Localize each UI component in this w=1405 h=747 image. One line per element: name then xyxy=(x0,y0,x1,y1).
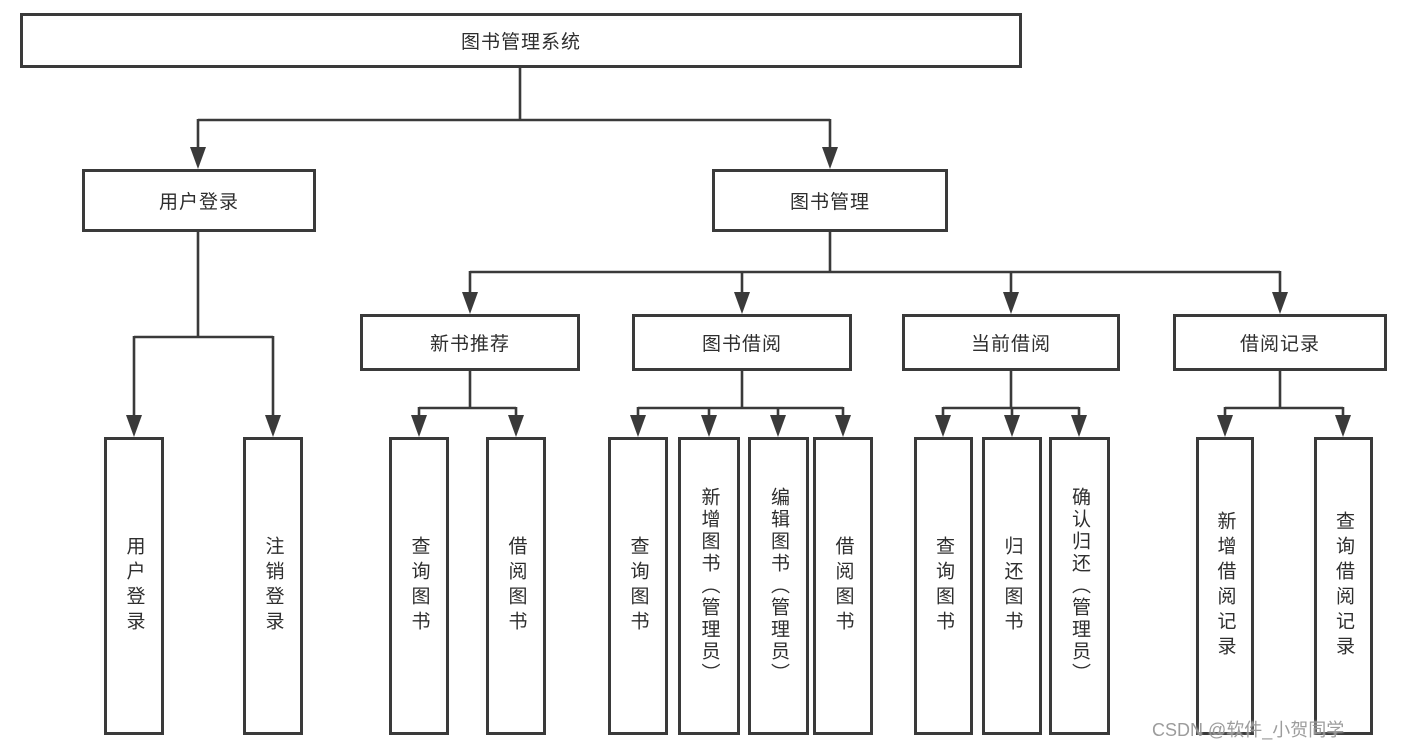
node-label: 图书借阅 xyxy=(701,334,782,355)
node-label: 编辑图书（管理员） xyxy=(768,487,789,685)
node-leaf-return-books: 归还图书 xyxy=(982,437,1042,735)
node-label: 注销登录 xyxy=(262,536,284,636)
node-leaf-confirm-return-admin: 确认归还（管理员） xyxy=(1049,437,1110,735)
node-leaf-edit-books-admin: 编辑图书（管理员） xyxy=(748,437,809,735)
node-new-book-recommend: 新书推荐 xyxy=(360,314,580,371)
node-label: 用户登录 xyxy=(158,192,239,213)
node-label: 借阅图书 xyxy=(832,536,854,636)
node-label: 借阅记录 xyxy=(1239,334,1320,355)
node-label: 查询图书 xyxy=(627,536,649,636)
node-leaf-logout: 注销登录 xyxy=(243,437,303,735)
node-leaf-query-books-recommend: 查询图书 xyxy=(389,437,449,735)
edge-current-borrow-to-leaves xyxy=(935,371,1087,437)
node-leaf-borrow-books: 借阅图书 xyxy=(813,437,873,735)
node-label: 查询借阅记录 xyxy=(1333,511,1354,661)
edge-borrow-records-to-leaves xyxy=(1217,371,1351,437)
node-label: 当前借阅 xyxy=(970,334,1051,355)
node-leaf-add-borrow-record: 新增借阅记录 xyxy=(1196,437,1254,735)
node-label: 图书管理 xyxy=(789,192,870,213)
edge-book-management-to-level3 xyxy=(462,232,1288,314)
node-leaf-borrow-books-recommend: 借阅图书 xyxy=(486,437,546,735)
node-label: 新增借阅记录 xyxy=(1214,511,1236,661)
node-label: 查询图书 xyxy=(408,536,430,636)
node-label: 用户登录 xyxy=(123,536,145,636)
edge-root-to-level2 xyxy=(190,68,838,169)
node-book-borrow: 图书借阅 xyxy=(632,314,852,371)
edge-new-book-recommend-to-leaves xyxy=(411,371,524,437)
node-label: 图书管理系统 xyxy=(460,32,581,53)
node-leaf-query-books-current: 查询图书 xyxy=(914,437,973,735)
node-leaf-query-books-borrow: 查询图书 xyxy=(608,437,668,735)
node-leaf-user-login: 用户登录 xyxy=(104,437,164,735)
edge-book-borrow-to-leaves xyxy=(630,371,851,437)
node-root-library-management-system: 图书管理系统 xyxy=(20,13,1022,68)
csdn-watermark: CSDN @软件_小贺同学 xyxy=(1152,720,1345,740)
node-current-borrow: 当前借阅 xyxy=(902,314,1120,371)
node-label: 查询图书 xyxy=(933,536,954,636)
node-leaf-query-borrow-record: 查询借阅记录 xyxy=(1314,437,1373,735)
node-borrow-records: 借阅记录 xyxy=(1173,314,1387,371)
edge-user-login-to-leaves xyxy=(126,232,281,437)
node-leaf-add-books-admin: 新增图书（管理员） xyxy=(678,437,740,735)
node-label: 新增图书（管理员） xyxy=(698,487,720,685)
node-book-management: 图书管理 xyxy=(712,169,948,232)
node-label: 确认归还（管理员） xyxy=(1069,487,1090,685)
node-label: 借阅图书 xyxy=(505,536,527,636)
node-label: 归还图书 xyxy=(1001,536,1023,636)
node-user-login: 用户登录 xyxy=(82,169,316,232)
node-label: 新书推荐 xyxy=(429,334,510,355)
